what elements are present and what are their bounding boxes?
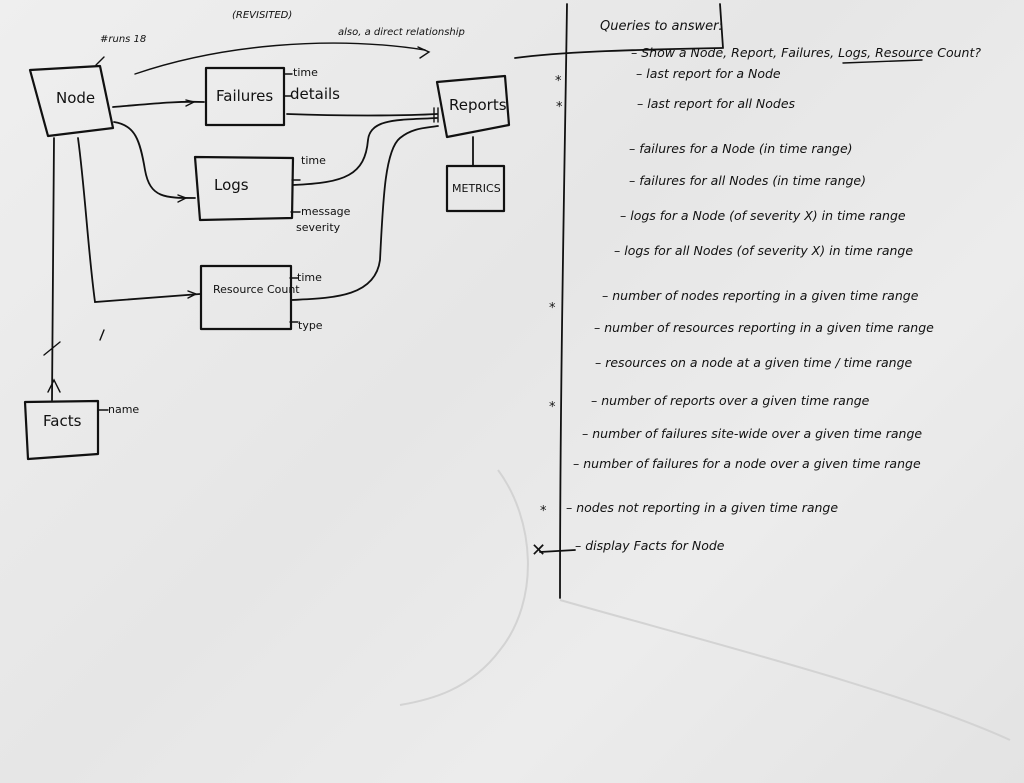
- facts-tick: [43, 341, 61, 356]
- resource-type-attr: type: [298, 319, 323, 332]
- failures-time-attr: time: [293, 66, 318, 79]
- query-item: – logs for a Node (of severity X) in tim…: [620, 208, 906, 223]
- node-box: [28, 64, 115, 138]
- vertical-divider: [559, 3, 568, 599]
- crowfoot-resource: [187, 290, 198, 299]
- node-note: #runs 18: [100, 34, 147, 45]
- crowfoot-failures: [185, 99, 197, 107]
- query-item: – last report for all Nodes: [637, 96, 796, 111]
- resource-count-label: Resource Count: [213, 283, 300, 296]
- failures-reports-link: [286, 113, 438, 117]
- facts-label: Facts: [43, 412, 82, 430]
- metrics-box: [445, 164, 506, 213]
- failures-label: Failures: [216, 87, 274, 105]
- query-item: – resources on a node at a given time / …: [595, 355, 913, 370]
- queries-heading: Queries to answer:: [600, 19, 723, 34]
- metrics-label: METRICS: [452, 182, 501, 195]
- resource-underline: [842, 59, 923, 64]
- query-item: – logs for all Nodes (of severity X) in …: [614, 243, 914, 258]
- logs-time-attr: time: [301, 154, 326, 167]
- heading-underline: [514, 47, 723, 59]
- query-star: *: [540, 504, 547, 519]
- stray-mark: [99, 329, 105, 341]
- resource-time-attr: time: [297, 271, 322, 284]
- query-star: ✕: [531, 540, 547, 561]
- direct-relationship-arrow: [134, 42, 426, 75]
- node-facts-link: [51, 137, 55, 401]
- reports-ticks: [433, 107, 439, 123]
- node-resource-link: [77, 137, 201, 303]
- query-item: – number of reports over a given time ra…: [591, 393, 870, 408]
- query-item: – number of resources reporting in a giv…: [594, 320, 934, 335]
- query-item: – number of failures site-wide over a gi…: [582, 426, 923, 441]
- query-item: – number of nodes reporting in a given t…: [602, 288, 919, 303]
- resource-count-box: [199, 264, 293, 331]
- query-item: – display Facts for Node: [575, 538, 725, 553]
- logs-box: [193, 155, 295, 222]
- facts-query-lead: [539, 549, 576, 553]
- failures-details-attr: details: [290, 85, 340, 103]
- query-item: – failures for all Nodes (in time range): [629, 173, 866, 188]
- query-item: – nodes not reporting in a given time ra…: [566, 500, 839, 515]
- paper-crease: [399, 469, 529, 706]
- query-star: *: [555, 74, 562, 89]
- query-item: – failures for a Node (in time range): [629, 141, 853, 156]
- query-star: *: [556, 100, 563, 115]
- node-label: Node: [56, 89, 96, 107]
- query-star: *: [549, 301, 556, 316]
- heading-bracket: [719, 3, 724, 49]
- facts-box: [23, 399, 100, 461]
- facts-arrow: [47, 378, 61, 393]
- revisited-note: (REVISITED): [232, 10, 293, 21]
- node-note-tick: [95, 56, 105, 66]
- logs-severity-attr: severity: [296, 221, 341, 234]
- node-logs-link: [113, 121, 196, 199]
- query-item: – last report for a Node: [636, 66, 781, 81]
- arrow-head: [417, 46, 431, 59]
- query-item: – Show a Node, Report, Failures, Logs, R…: [631, 45, 981, 60]
- resource-reports-link: [291, 125, 439, 301]
- logs-reports-link: [292, 117, 438, 186]
- attribute-stubs: [97, 73, 301, 411]
- query-star: *: [549, 400, 556, 415]
- reports-label: Reports: [449, 96, 507, 114]
- crowfoot-logs: [177, 194, 188, 203]
- paper-fold: [559, 599, 1011, 741]
- direct-relationship-note: also, a direct relationship: [338, 27, 465, 38]
- logs-label: Logs: [214, 176, 249, 194]
- facts-name-attr: name: [108, 403, 140, 416]
- reports-box: [435, 74, 511, 139]
- query-item: – number of failures for a node over a g…: [573, 456, 921, 471]
- logs-message-attr: message: [301, 205, 351, 218]
